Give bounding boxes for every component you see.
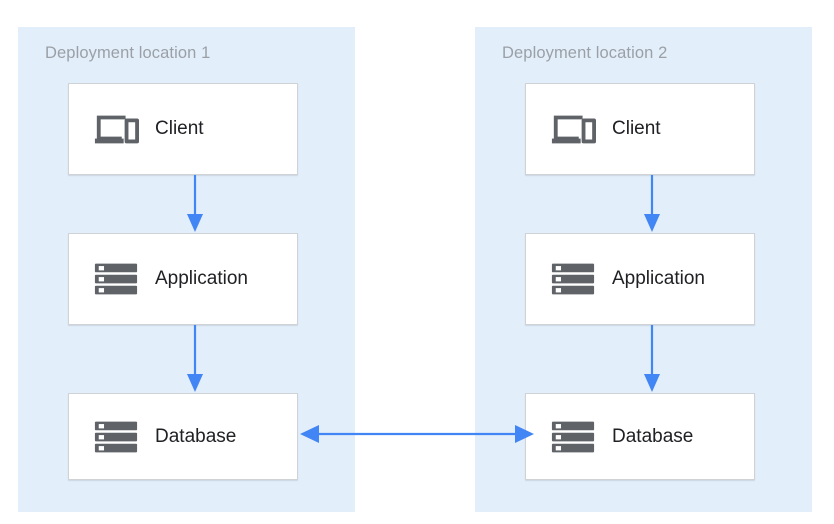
server-stack-icon: [551, 421, 595, 452]
node-client-1-label: Client: [155, 118, 204, 139]
deployment-zone-2: Deployment location 2 Client: [475, 27, 812, 512]
devices-icon: [94, 115, 139, 144]
arrow-database-replication: [300, 425, 534, 443]
node-database-2[interactable]: Database: [525, 393, 755, 480]
node-client-2-label: Client: [612, 118, 661, 139]
deployment-zone-1: Deployment location 1 Client: [18, 27, 355, 512]
node-client-2[interactable]: Client: [525, 83, 755, 175]
arrow-application-to-database-1: [187, 325, 203, 392]
node-application-1-label: Application: [155, 268, 248, 289]
node-database-2-label: Database: [612, 425, 694, 447]
node-application-2[interactable]: Application: [525, 233, 755, 325]
arrow-application-to-database-2: [644, 325, 660, 392]
zone-2-title: Deployment location 2: [502, 44, 668, 62]
server-stack-icon: [551, 263, 595, 295]
arrow-client-to-application-1: [187, 175, 203, 232]
node-database-1[interactable]: Database: [68, 393, 298, 480]
zone-1-title: Deployment location 1: [45, 44, 211, 62]
devices-icon: [551, 115, 596, 144]
node-application-1[interactable]: Application: [68, 233, 298, 325]
server-stack-icon: [94, 421, 138, 452]
node-database-1-label: Database: [155, 425, 237, 447]
server-stack-icon: [94, 263, 138, 295]
node-client-1[interactable]: Client: [68, 83, 298, 175]
node-application-2-label: Application: [612, 268, 705, 289]
arrow-client-to-application-2: [644, 175, 660, 232]
